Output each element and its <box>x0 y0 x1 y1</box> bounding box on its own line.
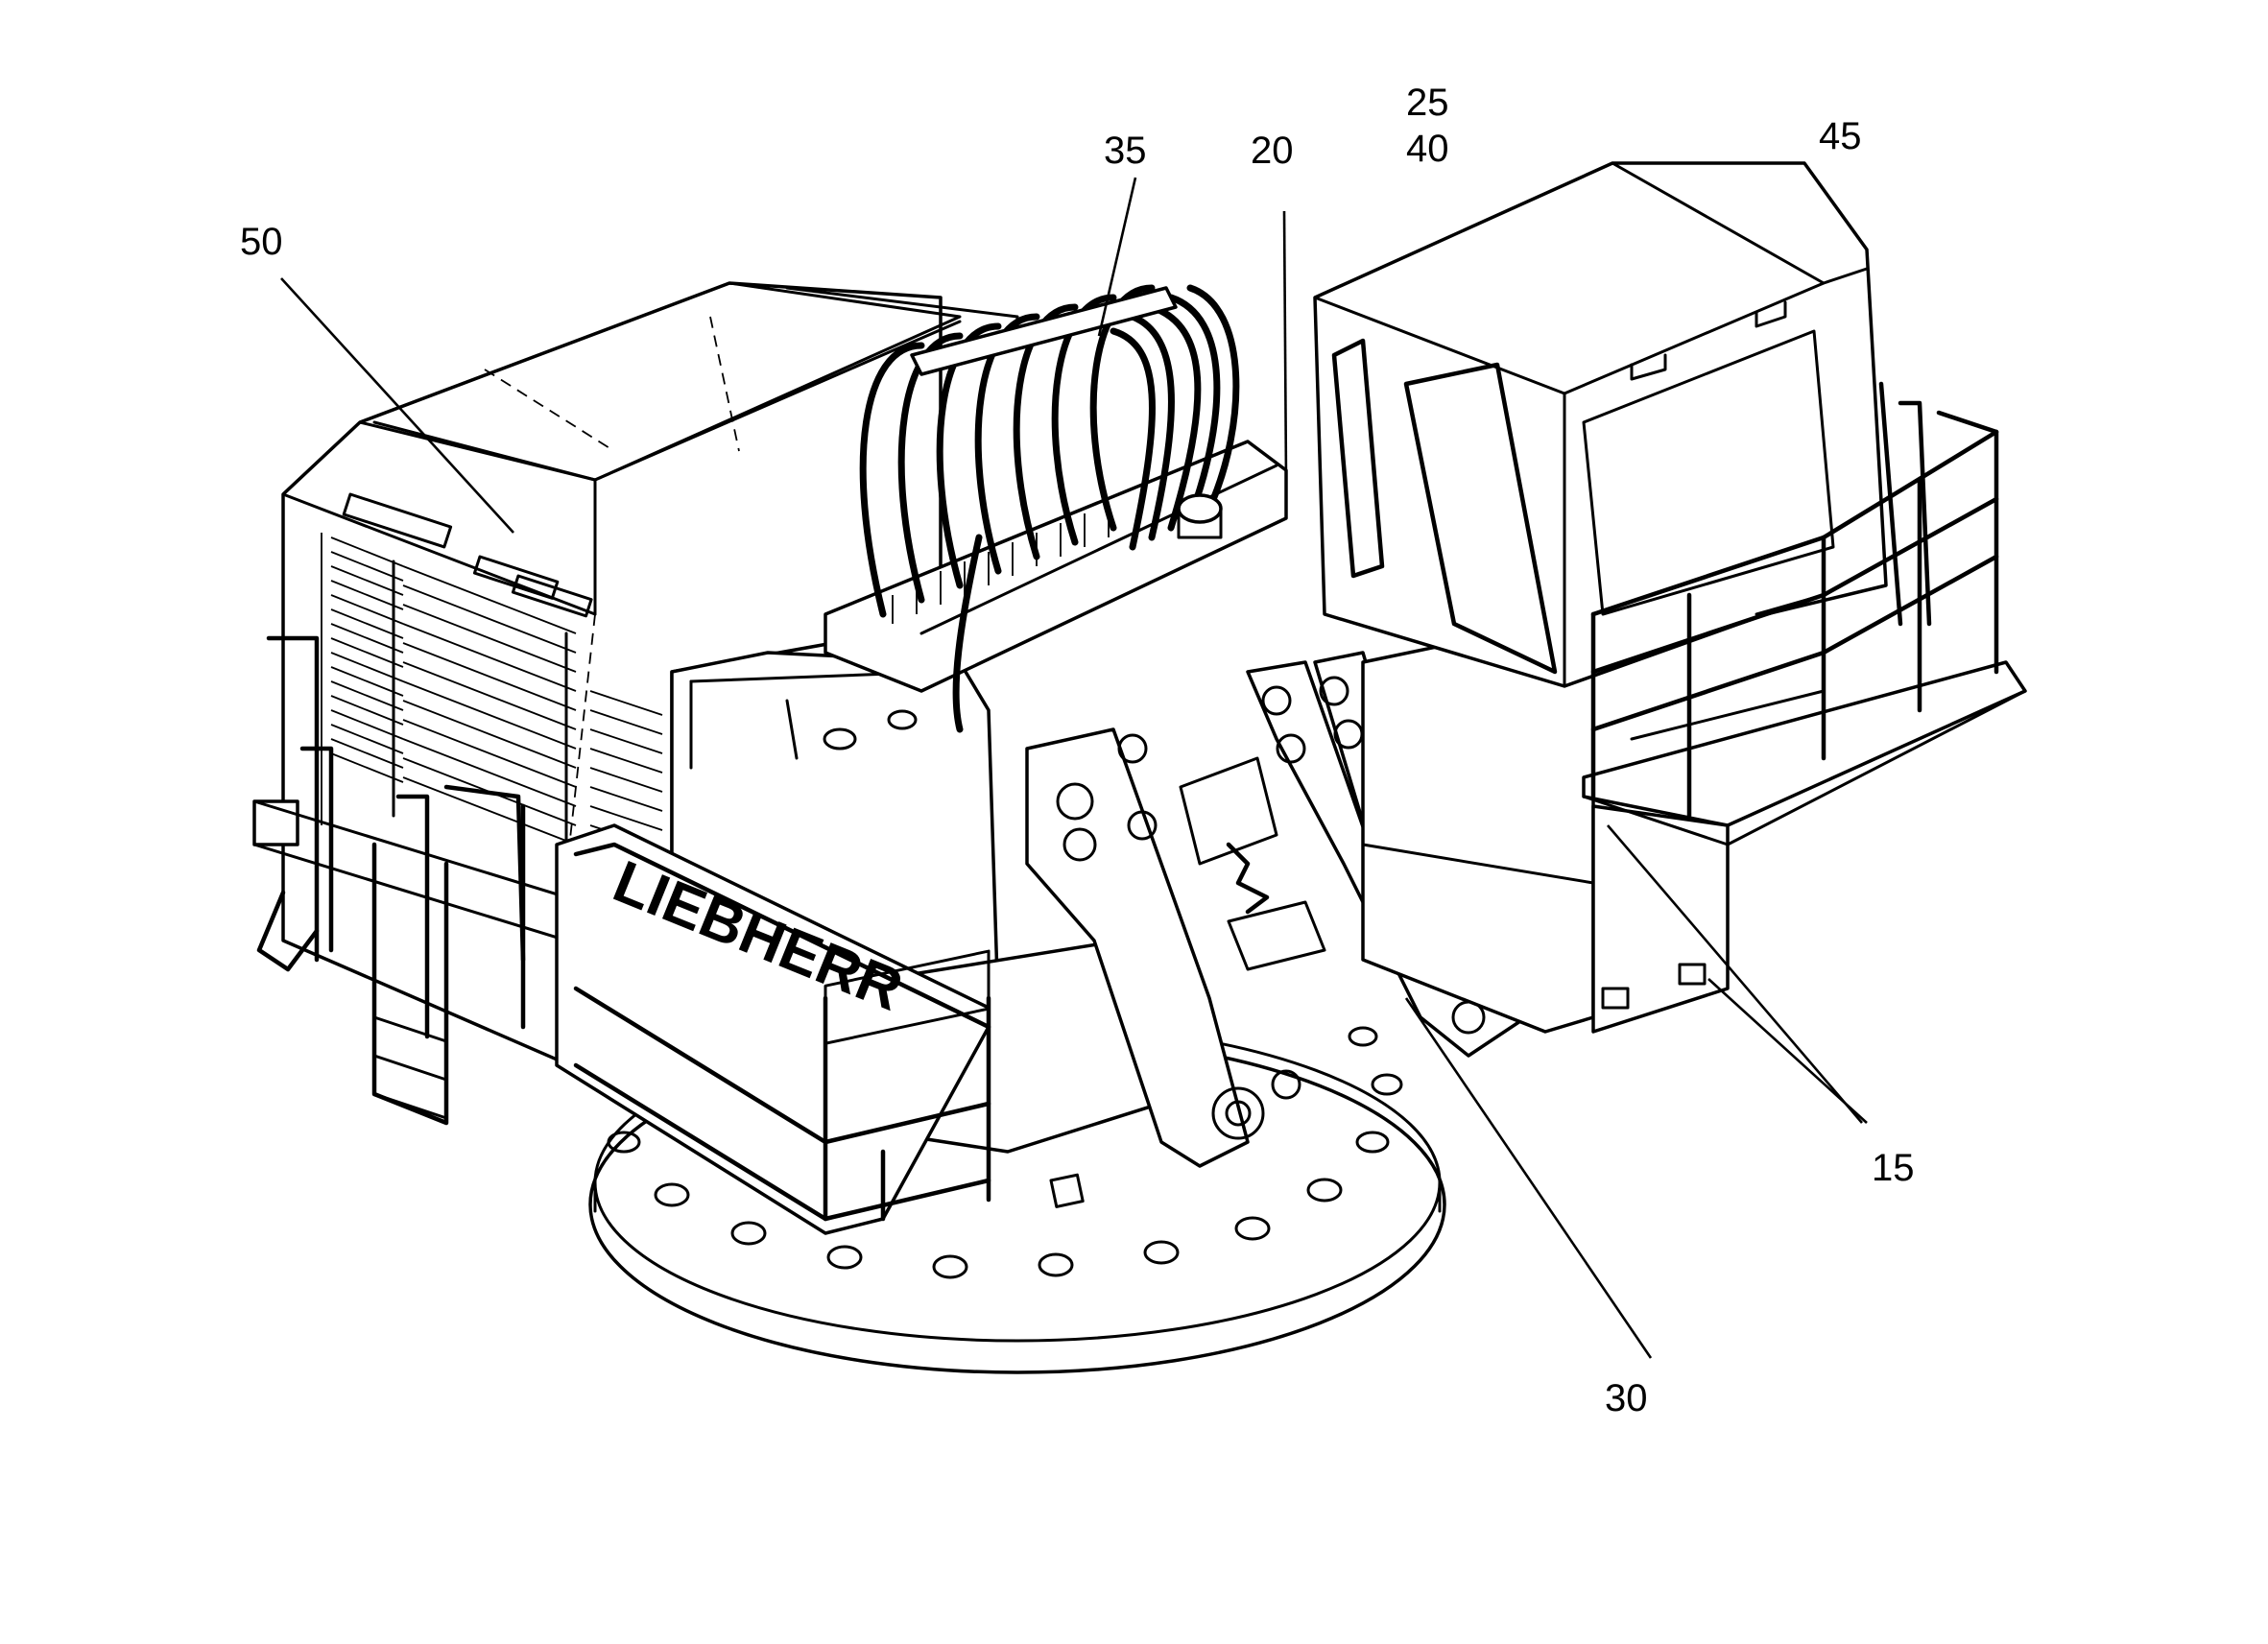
leader-lines <box>280 177 1868 1359</box>
label-50: 50 <box>240 221 283 263</box>
cab-platform-railing <box>1582 381 2027 846</box>
top-vent-grilles <box>342 492 593 618</box>
label-15: 15 <box>1872 1147 1915 1189</box>
label-25: 25 <box>1406 82 1449 124</box>
valve-block-and-hoses <box>824 284 1288 733</box>
label-30: 30 <box>1605 1377 1648 1419</box>
label-20: 20 <box>1251 130 1294 172</box>
label-35: 35 <box>1104 130 1147 172</box>
operator-cab <box>1313 161 1888 1034</box>
front-walkway <box>555 823 991 1235</box>
label-40: 40 <box>1406 128 1449 170</box>
radiator-louvres <box>321 533 663 850</box>
label-45: 45 <box>1819 115 1862 157</box>
reference-numerals: 50 35 20 25 40 45 15 30 <box>240 82 1915 1419</box>
